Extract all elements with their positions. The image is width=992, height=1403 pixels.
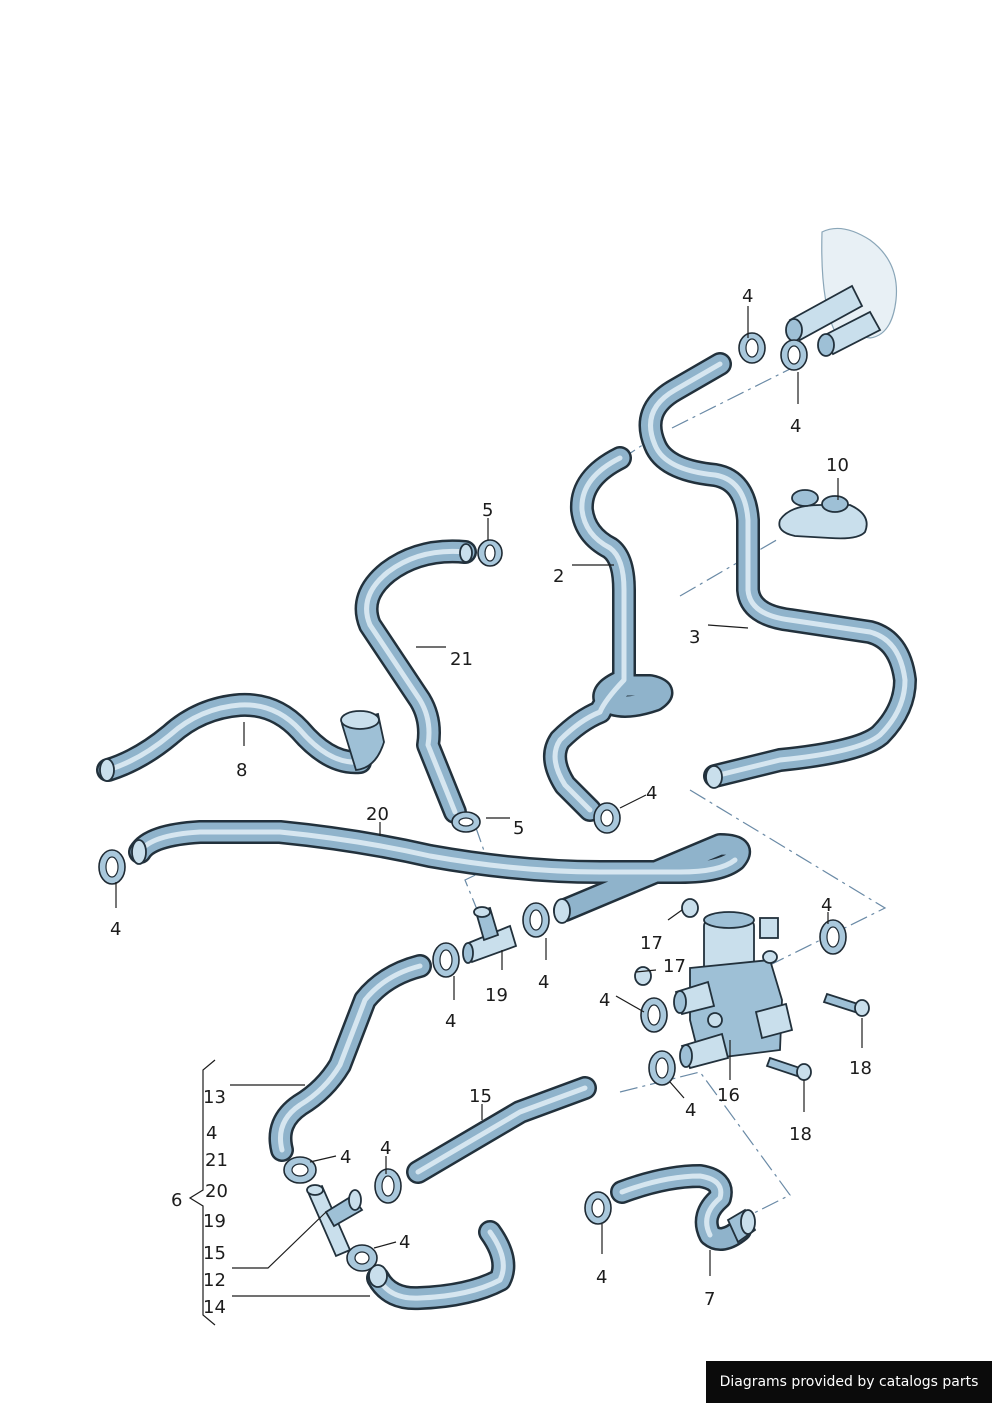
grommet-10	[778, 489, 868, 540]
hose-8	[96, 692, 385, 782]
label-20: 20	[366, 804, 389, 825]
hose-20	[128, 820, 751, 924]
label-4: 4	[340, 1147, 351, 1168]
label-18: 18	[849, 1058, 872, 1079]
bracket-item-14: 14	[203, 1297, 226, 1318]
clamp-4	[432, 942, 460, 978]
heater-valve-16	[673, 911, 794, 1070]
bracket-group-6: 6 13 4 21 20 19 15 12 14	[171, 1087, 228, 1318]
label-4: 4	[538, 972, 549, 993]
bracket-item-15: 15	[203, 1243, 226, 1264]
clamp-4	[283, 1156, 317, 1184]
clamp-4	[780, 339, 808, 371]
clamp-4	[640, 997, 668, 1033]
label-17: 17	[640, 933, 663, 954]
clamp-4	[98, 849, 126, 885]
clamp-4	[738, 332, 766, 364]
clamp-5	[477, 539, 503, 567]
clamp-4	[584, 1191, 612, 1225]
label-8: 8	[236, 760, 247, 781]
label-4: 4	[445, 1011, 456, 1032]
leader-lines	[115, 306, 863, 1326]
clamp-4	[346, 1244, 378, 1272]
label-4: 4	[380, 1138, 391, 1159]
hose-2	[543, 446, 674, 822]
seal-17-b	[634, 966, 652, 986]
clamps	[98, 332, 847, 1272]
clamp-4	[522, 902, 550, 938]
t-piece-12	[306, 1184, 364, 1258]
bracket-item-4: 4	[206, 1123, 217, 1144]
hose-13	[268, 954, 432, 1162]
label-2: 2	[553, 566, 564, 587]
bracket-item-19: 19	[203, 1211, 226, 1232]
hose-3	[638, 352, 917, 789]
bracket-item-13: 13	[203, 1087, 226, 1108]
bolt-18-a	[822, 992, 870, 1017]
hose-21	[354, 539, 477, 824]
label-10: 10	[826, 455, 849, 476]
footer-credit: Diagrams provided by catalogs parts	[706, 1361, 992, 1403]
label-5: 5	[513, 818, 524, 839]
label-16: 16	[717, 1085, 740, 1106]
hose-14	[366, 1220, 516, 1311]
label-4: 4	[742, 286, 753, 307]
hose-15	[406, 1076, 597, 1184]
footer-credit-text: Diagrams provided by catalogs parts	[719, 1374, 979, 1390]
label-5: 5	[482, 500, 493, 521]
label-4: 4	[685, 1100, 696, 1121]
label-7: 7	[704, 1289, 715, 1310]
label-4: 4	[110, 919, 121, 940]
t-piece-19	[462, 906, 518, 964]
label-18: 18	[789, 1124, 812, 1145]
label-19: 19	[485, 985, 508, 1006]
heater-core-connection	[785, 227, 898, 357]
callout-labels: 4 4 10 5 2 3 21 8 4 20 5 4 4 17 17 4 19 …	[110, 286, 872, 1310]
label-4: 4	[596, 1267, 607, 1288]
label-3: 3	[689, 627, 700, 648]
label-4: 4	[646, 783, 657, 804]
clamp-4	[819, 919, 847, 955]
label-15: 15	[469, 1086, 492, 1107]
label-4: 4	[821, 895, 832, 916]
label-4: 4	[399, 1232, 410, 1253]
hose-7	[610, 1164, 757, 1251]
seal-17-a	[681, 898, 699, 918]
label-21: 21	[450, 649, 473, 670]
clamp-5	[451, 811, 481, 833]
bracket-item-20: 20	[205, 1181, 228, 1202]
bracket-item-21: 21	[205, 1150, 228, 1171]
bracket-label-6: 6	[171, 1190, 182, 1211]
clamp-4	[593, 802, 621, 834]
clamp-4	[374, 1168, 402, 1204]
label-4: 4	[790, 416, 801, 437]
clamp-4	[648, 1050, 676, 1086]
label-4: 4	[599, 990, 610, 1011]
label-17: 17	[663, 956, 686, 977]
bracket-item-12: 12	[203, 1270, 226, 1291]
bolt-18-b	[765, 1056, 812, 1081]
